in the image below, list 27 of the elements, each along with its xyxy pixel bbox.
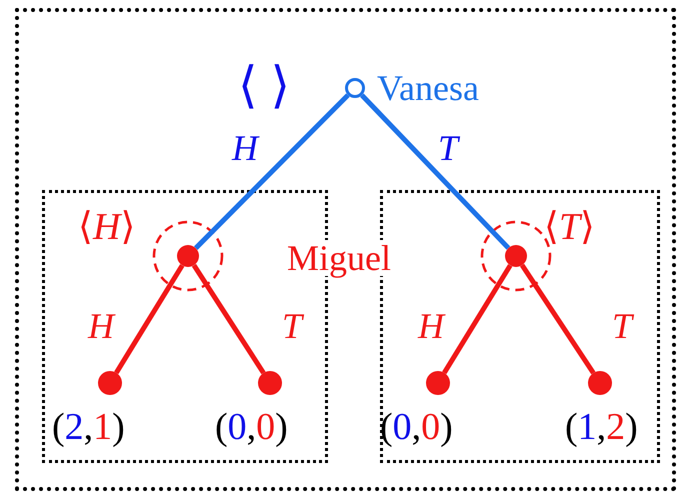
tree-branch <box>194 93 350 250</box>
player-name: Vanesa <box>377 70 479 106</box>
tree-branch <box>360 94 510 250</box>
payoff-label: (0,0) <box>215 408 288 446</box>
edge-label: H <box>88 308 114 344</box>
edge-label: T <box>282 308 302 344</box>
terminal-node-dot <box>426 371 450 395</box>
edge-label: T <box>438 130 458 166</box>
history-label: ⟨T⟩ <box>544 208 596 246</box>
payoff-label: (2,1) <box>52 408 125 446</box>
terminal-node-dot <box>258 371 282 395</box>
empty-history-label: ⟨ ⟩ <box>238 60 290 110</box>
decision-node-dot <box>177 245 199 267</box>
tree-branch <box>114 264 184 374</box>
tree-branch <box>442 264 512 374</box>
tree-branch <box>192 264 266 374</box>
edge-label: H <box>418 308 444 344</box>
terminal-node-dot <box>588 371 612 395</box>
tree-branch <box>520 264 596 374</box>
edge-label: H <box>232 130 258 166</box>
player-name: Miguel <box>287 240 391 276</box>
decision-node-dot <box>505 245 527 267</box>
terminal-node-dot <box>98 371 122 395</box>
payoff-label: (1,2) <box>565 408 638 446</box>
history-label: ⟨H⟩ <box>78 208 136 246</box>
open-node-circle <box>345 78 365 98</box>
edge-label: T <box>612 308 632 344</box>
